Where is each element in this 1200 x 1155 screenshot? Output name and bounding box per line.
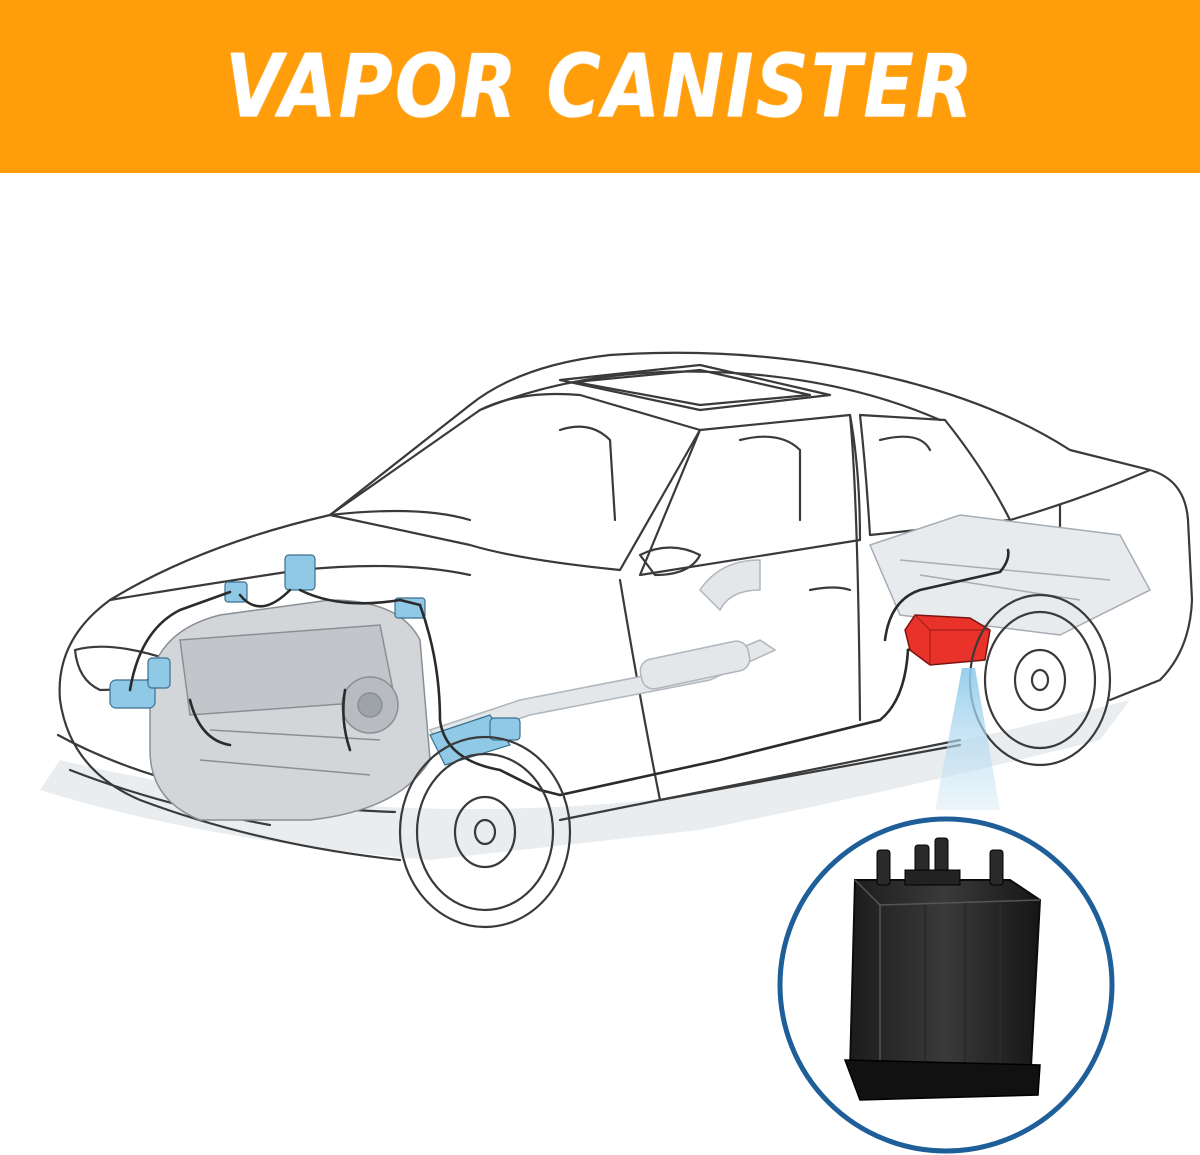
vapor-canister-product (843, 837, 1042, 1101)
banner-title: VAPOR CANISTER (225, 35, 975, 138)
engine-accessories (109, 554, 521, 766)
title-banner: VAPOR CANISTER (0, 0, 1200, 173)
front-wheel (398, 735, 572, 929)
fuel-tank (868, 514, 1152, 636)
callout-beam (935, 668, 1000, 810)
vapor-canister-highlight (904, 614, 991, 666)
car-diagram (0, 173, 1200, 1155)
vapor-canister-callout (777, 816, 1115, 1154)
car-illustration (40, 351, 1194, 1154)
engine-block (149, 599, 431, 821)
